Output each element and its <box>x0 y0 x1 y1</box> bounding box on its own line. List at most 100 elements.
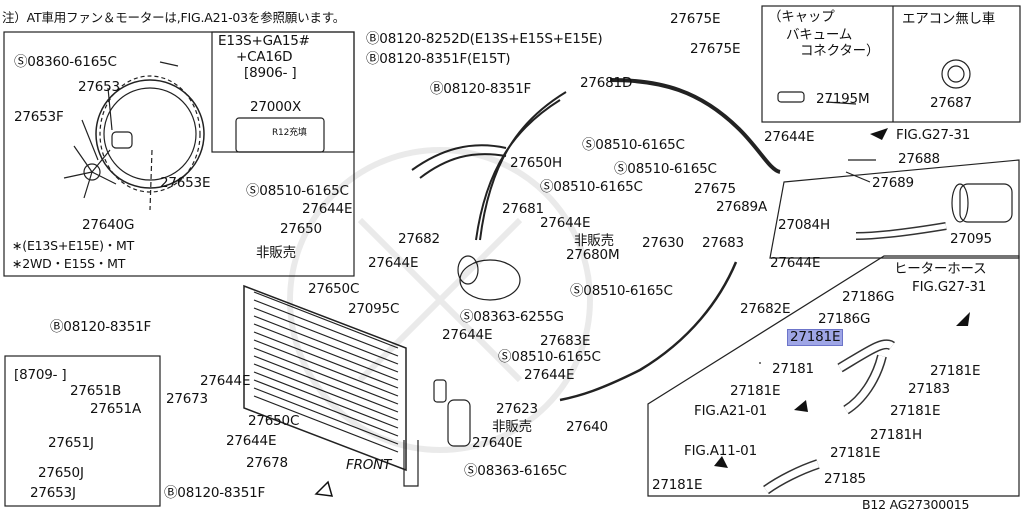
callout[interactable]: Ⓢ08510-6165C <box>540 179 643 195</box>
callout[interactable]: 27650C <box>308 281 360 297</box>
cap-line-1: （キャップ <box>768 9 835 25</box>
callout[interactable]: 27181H <box>870 427 922 443</box>
callout[interactable]: 27675E <box>690 41 741 57</box>
callout[interactable]: Ⓑ08120-8351F(E15T) <box>366 51 511 67</box>
callout[interactable]: 27653E <box>160 175 211 191</box>
callout[interactable]: 27650 <box>280 221 322 237</box>
callout[interactable]: 27681D <box>580 75 633 91</box>
callout: 非販売 <box>256 245 296 261</box>
callout[interactable]: 27644E <box>226 433 277 449</box>
callout[interactable]: 27644E <box>368 255 419 271</box>
callout[interactable]: 27181 <box>772 361 814 377</box>
callout[interactable]: 27653F <box>14 109 64 125</box>
heater-hose-inset-box <box>647 255 1020 497</box>
callout[interactable]: FIG.G27-31 <box>896 127 971 143</box>
callout[interactable]: 27640E <box>472 435 523 451</box>
arrow-fig-a21-01 <box>794 400 808 412</box>
callout[interactable]: 27678 <box>246 455 288 471</box>
callout[interactable]: 27675 <box>694 181 736 197</box>
callout[interactable]: 27181E <box>830 445 881 461</box>
callout[interactable]: 27651J <box>48 435 94 451</box>
callout[interactable]: 27689A <box>716 199 767 215</box>
callout[interactable]: 27623 <box>496 401 538 417</box>
callout[interactable]: 27650C <box>248 413 300 429</box>
callout[interactable]: 27630 <box>642 235 684 251</box>
callout[interactable]: 27095 <box>950 231 992 247</box>
callout[interactable]: 27680M <box>566 247 620 263</box>
heater-hose-title: ヒーターホース <box>894 261 987 277</box>
callout[interactable]: 27186G <box>818 311 871 327</box>
callout[interactable]: 27640G <box>82 217 135 233</box>
callout[interactable]: 27644E <box>524 367 575 383</box>
callout[interactable]: 27653J <box>30 485 76 501</box>
callout[interactable]: 27673 <box>166 391 208 407</box>
bracket-period: [8709- ] <box>14 367 67 383</box>
cap-line-2: バキューム <box>786 27 853 43</box>
callout[interactable]: 27644E <box>302 201 353 217</box>
arrow-fig-a11-01 <box>714 456 728 468</box>
model-line-2: +CA16D <box>236 49 293 65</box>
callout[interactable]: 27185 <box>824 471 866 487</box>
callout[interactable]: 27084H <box>778 217 830 233</box>
part-27687[interactable]: 27687 <box>930 95 972 111</box>
callout[interactable]: Ⓢ08360-6165C <box>14 54 117 70</box>
arrow-fig-g27-31-top <box>870 128 888 140</box>
callout[interactable]: 27186G <box>842 289 895 305</box>
callout[interactable]: 27682E <box>740 301 791 317</box>
callout[interactable]: Ⓢ08510-6165C <box>246 183 349 199</box>
callout[interactable]: 27653 <box>78 79 120 95</box>
callout: 非販売 <box>492 419 532 435</box>
callout[interactable]: FIG.A21-01 <box>694 403 767 419</box>
warning-label-box <box>235 117 325 153</box>
callout[interactable]: 27644E <box>764 129 815 145</box>
callout[interactable]: Ⓢ08510-6165C <box>582 137 685 153</box>
callout[interactable]: Ⓑ08120-8351F <box>430 81 532 97</box>
callout[interactable]: 27681 <box>502 201 544 217</box>
callout[interactable]: Ⓢ08510-6165C <box>614 161 717 177</box>
callout[interactable]: Ⓢ08510-6165C <box>498 349 601 365</box>
callout[interactable]: 27644E <box>540 215 591 231</box>
model-line-3: [8906- ] <box>244 65 297 81</box>
callout[interactable]: 27640 <box>566 419 608 435</box>
highlighted-part-27181e[interactable]: 27181E <box>786 329 844 346</box>
callout[interactable]: 27651A <box>90 401 141 417</box>
callout[interactable]: FIG.G27-31 <box>912 279 987 295</box>
part-27195m[interactable]: 27195M <box>816 91 870 107</box>
callout[interactable]: 27095C <box>348 301 400 317</box>
callout[interactable]: Ⓑ08120-8252D(E13S+E15S+E15E) <box>366 31 603 47</box>
callout[interactable]: 27181E <box>890 403 941 419</box>
callout[interactable]: 27650H <box>510 155 562 171</box>
callout: 非販売 <box>574 233 614 249</box>
model-line-1: E13S+GA15# <box>218 33 310 49</box>
callout[interactable]: FIG.A11-01 <box>684 443 757 459</box>
callout[interactable]: 27651B <box>70 383 122 399</box>
callout[interactable]: Ⓢ08510-6165C <box>570 283 673 299</box>
callout[interactable]: 27181E <box>730 383 781 399</box>
callout[interactable]: 27644E <box>770 255 821 271</box>
arrow-front <box>314 480 334 497</box>
callout[interactable]: 27181E <box>652 477 703 493</box>
footnote-2: ∗2WD・E15S・MT <box>12 256 126 271</box>
callout[interactable]: 27650J <box>38 465 84 481</box>
callout[interactable]: 27181E <box>930 363 981 379</box>
callout[interactable]: Ⓑ08120-8351F <box>164 485 266 501</box>
callout[interactable]: Ⓑ08120-8351F <box>50 319 152 335</box>
callout[interactable]: 27644E <box>442 327 493 343</box>
callout[interactable]: 27644E <box>200 373 251 389</box>
callout[interactable]: 27183 <box>908 381 950 397</box>
callout[interactable]: 27675E <box>670 11 721 27</box>
label-part-number[interactable]: 27000X <box>250 99 301 115</box>
header-note: 注）AT車用ファン＆モーターは,FIG.A21-03を参照願います。 <box>2 10 346 25</box>
fan-inset-box <box>3 31 355 277</box>
bracket-inset-box <box>4 355 161 507</box>
callout[interactable]: 27689 <box>872 175 914 191</box>
callout[interactable]: Ⓢ08363-6165C <box>464 463 567 479</box>
watermark-logo <box>287 147 593 453</box>
cap-line-3: コネクター） <box>800 43 880 59</box>
callout[interactable]: 27688 <box>898 151 940 167</box>
callout[interactable]: Ⓢ08363-6255G <box>460 309 564 325</box>
callout[interactable]: 27683E <box>540 333 591 349</box>
callout[interactable]: 27682 <box>398 231 440 247</box>
callout[interactable]: 27683 <box>702 235 744 251</box>
